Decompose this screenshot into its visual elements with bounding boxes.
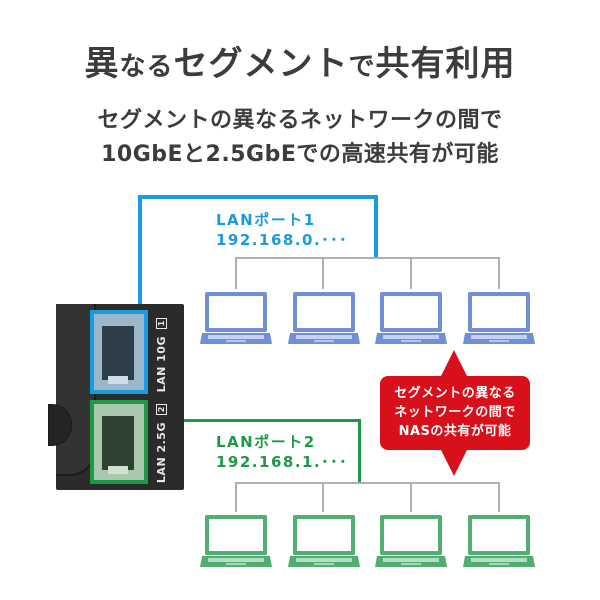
blue-drop-4 — [498, 257, 500, 289]
port-1-name: LANポート1 — [216, 211, 316, 229]
green-drop-1 — [235, 482, 237, 512]
title-segment: 異 — [84, 44, 120, 84]
jack-socket — [102, 326, 134, 380]
callout-box: セグメントの異なる ネットワークの間で NASの共有が可能 — [380, 376, 530, 450]
laptop-icon — [463, 290, 535, 346]
green-drop-4 — [498, 482, 500, 512]
port-2-device-label: LAN 2.5G — [155, 422, 168, 484]
callout-line-1: セグメントの異なる — [394, 386, 516, 401]
subtitle-line-1: セグメントの異なるネットワークの間で — [97, 108, 503, 133]
title-segment: 共有利用 — [375, 44, 516, 84]
nas-device: 1 LAN 10G 2 LAN 2.5G — [48, 304, 184, 490]
blue-drop-3 — [410, 257, 412, 289]
subtitle-line-2: 10GbEと2.5GbEでの高速共有が可能 — [101, 142, 499, 167]
laptop-icon — [200, 513, 272, 569]
port-2-label: LANポート2 192.168.1.･･･ — [216, 432, 348, 472]
green-drop-3 — [410, 482, 412, 512]
blue-cable-top — [138, 195, 378, 199]
green-hub-bar — [235, 482, 500, 484]
laptop-icon — [463, 513, 535, 569]
laptop-icon — [375, 513, 447, 569]
callout-arrow-up — [440, 350, 468, 378]
callout-line-2: ネットワークの間で — [394, 405, 516, 420]
laptop-icon — [288, 290, 360, 346]
laptop-icon — [375, 290, 447, 346]
port-2-number: 2 — [156, 404, 167, 415]
jack-socket — [102, 416, 134, 470]
page-title: 異なるセグメントで共有利用 — [0, 36, 600, 85]
jack-tab — [108, 376, 128, 384]
port-2-name: LANポート2 — [216, 433, 316, 451]
title-segment: で — [348, 52, 376, 82]
blue-drop-1 — [235, 257, 237, 289]
blue-cable-vertical-right — [374, 195, 378, 259]
callout-line-3: NASの共有が可能 — [398, 424, 512, 439]
page-subtitle: セグメントの異なるネットワークの間で 10GbEと2.5GbEでの高速共有が可能 — [0, 104, 600, 172]
lan-port-2-jack — [90, 400, 148, 484]
title-segment: なる — [119, 52, 174, 82]
laptop-icon — [288, 513, 360, 569]
green-drop-2 — [322, 482, 324, 512]
port-1-ip: 192.168.0.･･･ — [216, 231, 349, 249]
port-1-device-label: LAN 10G — [155, 336, 168, 393]
callout-arrow-down — [440, 448, 468, 476]
lan-port-1-jack — [90, 310, 148, 394]
green-cable-vertical — [358, 419, 361, 483]
blue-drop-2 — [322, 257, 324, 289]
port-2-ip: 192.168.1.･･･ — [216, 453, 349, 471]
blue-cable-vertical-left — [138, 195, 142, 311]
green-cable-horizontal — [150, 419, 360, 422]
port-1-number: 1 — [156, 318, 167, 329]
blue-hub-bar — [235, 257, 500, 259]
jack-tab — [108, 466, 128, 474]
laptop-icon — [200, 290, 272, 346]
port-1-label: LANポート1 192.168.0.･･･ — [216, 210, 348, 250]
title-segment: セグメント — [173, 44, 349, 84]
